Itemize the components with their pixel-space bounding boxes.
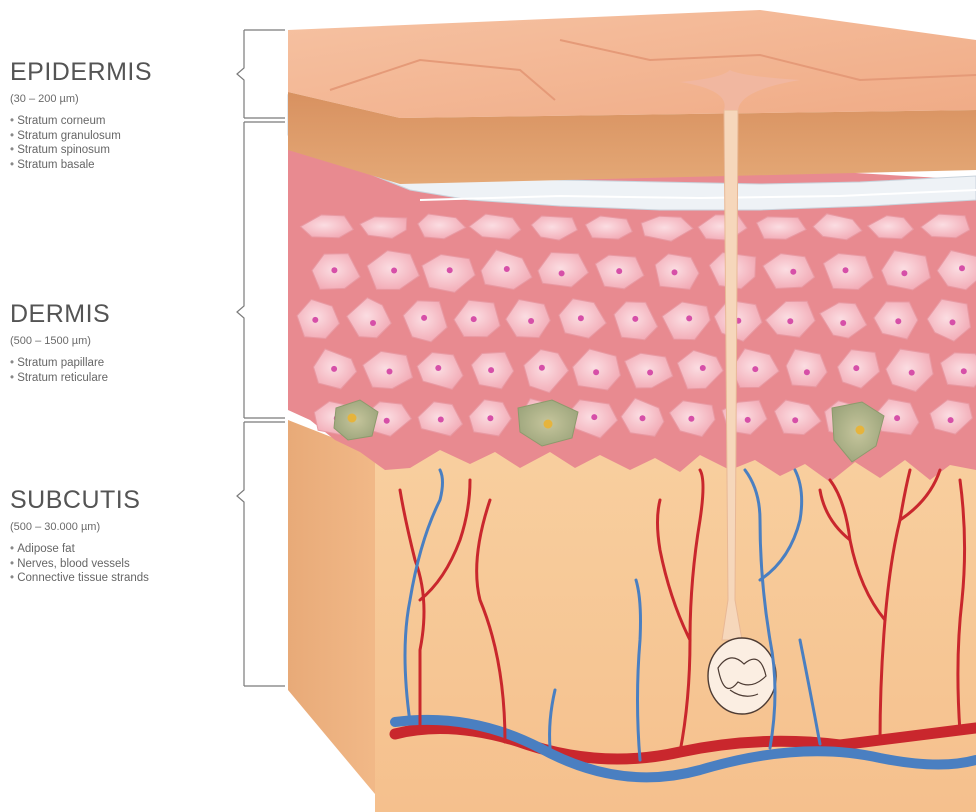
cell-nucleus	[640, 415, 646, 421]
cell-nucleus	[790, 269, 796, 275]
cell-nucleus	[959, 265, 965, 271]
cell-nucleus	[421, 315, 427, 321]
cell-nucleus	[616, 268, 622, 274]
cell-nucleus	[688, 416, 694, 422]
cell-nucleus	[391, 268, 397, 274]
cell-nucleus	[792, 417, 798, 423]
layer-brackets	[237, 30, 285, 686]
cell-nucleus	[745, 417, 751, 423]
cell-nucleus	[840, 320, 846, 326]
epidermis-top-face	[288, 10, 976, 118]
cell-nucleus	[853, 365, 859, 371]
cell-nucleus	[948, 417, 954, 423]
cell-nucleus	[387, 369, 393, 375]
cell-nucleus	[447, 267, 453, 273]
cell-nucleus	[471, 316, 477, 322]
cell-nucleus	[804, 369, 810, 375]
melanocyte-nucleus	[544, 420, 553, 429]
cell-nucleus	[591, 414, 597, 420]
cell-nucleus	[578, 315, 584, 321]
cell-nucleus	[894, 415, 900, 421]
subcutis-bracket	[237, 422, 285, 686]
cell-nucleus	[370, 320, 376, 326]
cell-nucleus	[384, 418, 390, 424]
cell-nucleus	[647, 370, 653, 376]
cell-nucleus	[909, 370, 915, 376]
cell-nucleus	[528, 318, 534, 324]
cell-nucleus	[843, 267, 849, 273]
cell-nucleus	[632, 316, 638, 322]
cell-nucleus	[672, 269, 678, 275]
cell-nucleus	[331, 366, 337, 372]
cell-nucleus	[488, 367, 494, 373]
cell-nucleus	[950, 319, 956, 325]
cell-nucleus	[593, 369, 599, 375]
sweat-gland	[708, 638, 776, 714]
cell-nucleus	[686, 315, 692, 321]
melanocyte-nucleus	[856, 426, 865, 435]
cell-nucleus	[559, 270, 565, 276]
cell-nucleus	[504, 266, 510, 272]
melanocyte-nucleus	[348, 414, 357, 423]
cell-nucleus	[539, 365, 545, 371]
subcutis-left-face	[288, 420, 390, 812]
cell-nucleus	[901, 270, 907, 276]
cell-nucleus	[961, 368, 967, 374]
cell-nucleus	[312, 317, 318, 323]
cell-nucleus	[331, 267, 337, 273]
cell-nucleus	[752, 366, 758, 372]
cell-nucleus	[435, 365, 441, 371]
cell-nucleus	[700, 365, 706, 371]
cell-nucleus	[787, 318, 793, 324]
epidermis-surface	[288, 10, 976, 184]
cell-nucleus	[487, 415, 493, 421]
epidermis-bracket	[237, 30, 285, 118]
cell-nucleus	[438, 417, 444, 423]
cell-nucleus	[895, 318, 901, 324]
dermis-bracket	[237, 122, 285, 418]
